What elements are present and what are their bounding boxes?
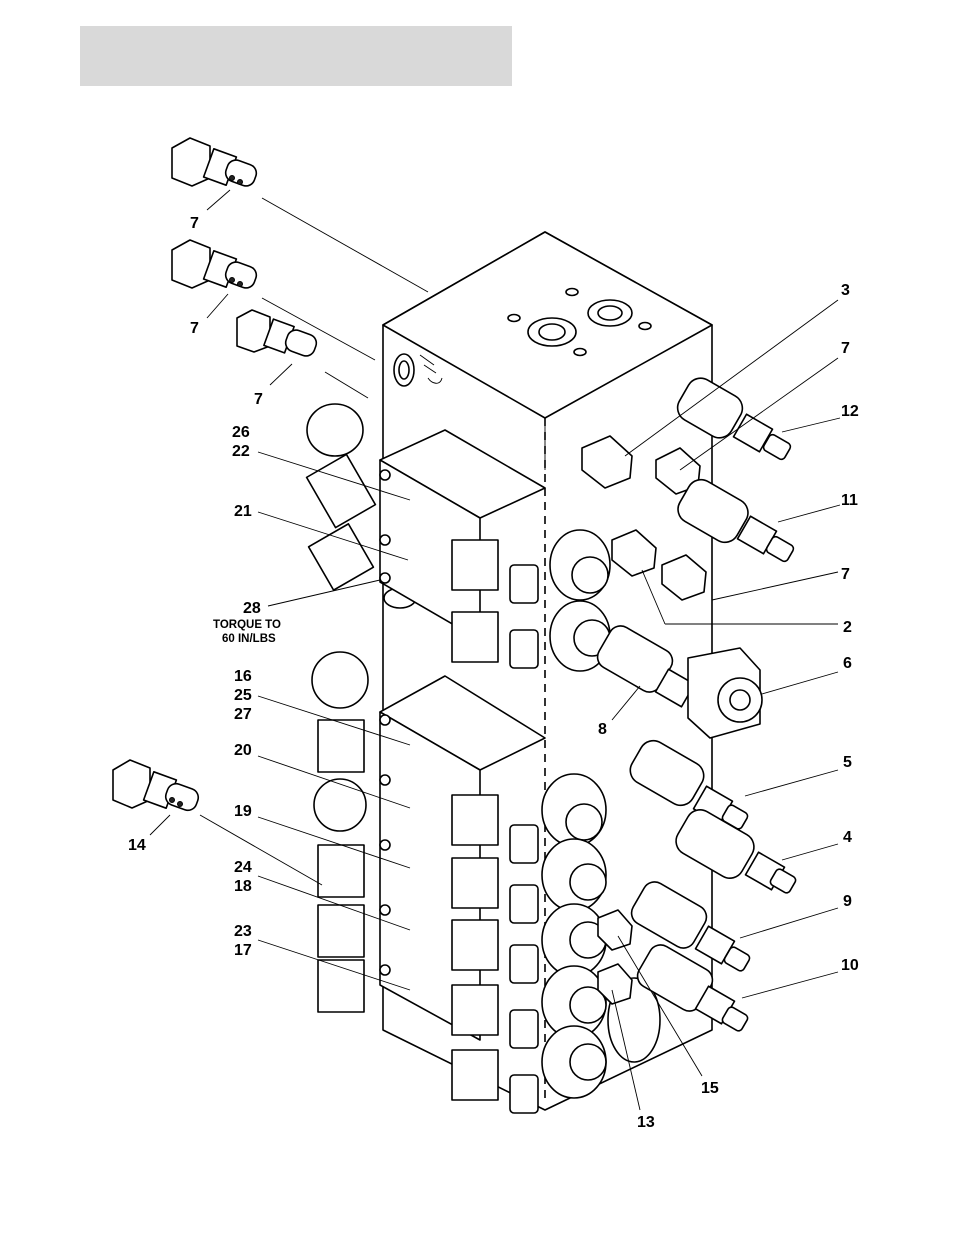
label-5: 5 <box>843 754 852 771</box>
label-3: 3 <box>841 282 850 299</box>
label-12: 12 <box>841 403 859 420</box>
label-9: 9 <box>843 893 852 910</box>
label-7c: 7 <box>254 391 263 408</box>
label-7e: 7 <box>841 566 850 583</box>
label-2: 2 <box>843 619 852 636</box>
label-7a: 7 <box>190 215 199 232</box>
cartridge-7b <box>172 240 259 290</box>
label-6: 6 <box>843 655 852 672</box>
cartridge-7a <box>172 138 259 188</box>
label-26: 26 <box>232 424 250 441</box>
label-28: 28 <box>243 600 261 617</box>
label-11: 11 <box>841 492 858 509</box>
label-27: 27 <box>234 706 252 723</box>
label-13: 13 <box>637 1114 655 1131</box>
label-17: 17 <box>234 942 252 959</box>
label-7d: 7 <box>841 340 850 357</box>
label-23: 23 <box>234 923 252 940</box>
label-22: 22 <box>232 443 250 460</box>
label-4: 4 <box>843 829 852 846</box>
label-19: 19 <box>234 803 252 820</box>
label-10: 10 <box>841 957 859 974</box>
torque-note-line1: TORQUE TO <box>213 619 281 631</box>
label-14: 14 <box>128 837 146 854</box>
cartridge-7c <box>237 310 319 358</box>
label-7b: 7 <box>190 320 199 337</box>
label-8: 8 <box>598 721 607 738</box>
label-24: 24 <box>234 859 252 876</box>
label-15: 15 <box>701 1080 719 1097</box>
label-25: 25 <box>234 687 252 704</box>
label-16: 16 <box>234 668 252 685</box>
label-20: 20 <box>234 742 252 759</box>
label-21: 21 <box>234 503 252 520</box>
label-18: 18 <box>234 878 252 895</box>
cartridge-14 <box>113 760 201 813</box>
torque-note-line2: 60 IN/LBS <box>222 633 276 645</box>
